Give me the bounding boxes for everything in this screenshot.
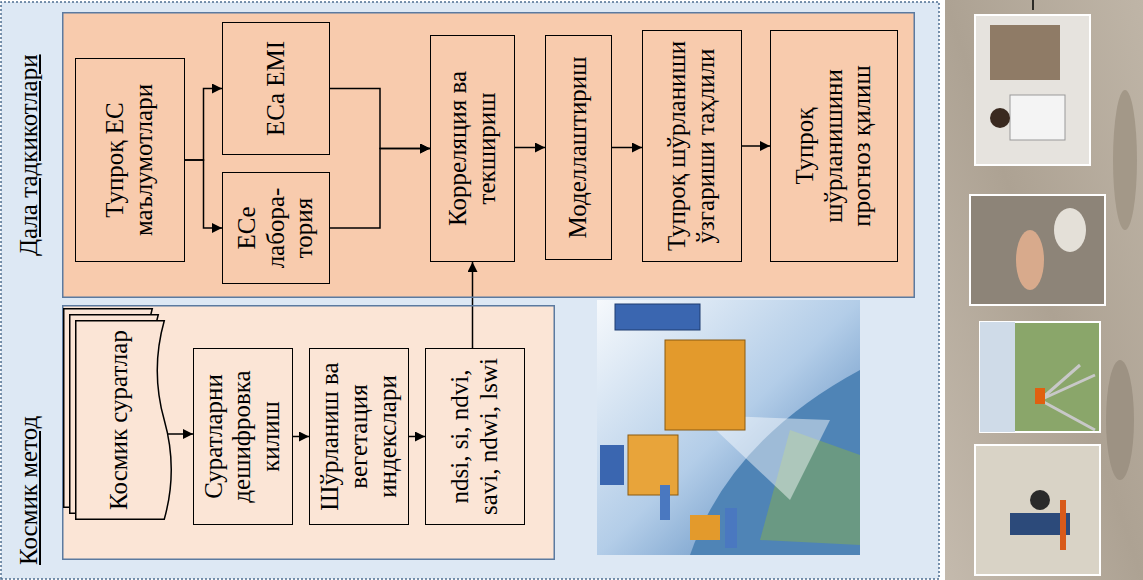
connector-arrow xyxy=(742,145,770,147)
index-box: ndsi, si, ndvi, savi, ndwi, lswi xyxy=(425,348,525,525)
soil-sample xyxy=(1054,208,1086,252)
process-box: Шўрланиш ва вегетация индекслари xyxy=(309,348,409,525)
sky-band xyxy=(980,322,1015,432)
lab-person xyxy=(990,108,1010,128)
photo-frame xyxy=(975,445,1100,575)
box-label: Тупроқ шўрланиши ўзгариши таҳлили xyxy=(663,40,721,252)
soil-texture xyxy=(1113,90,1137,230)
solar-panel xyxy=(600,445,624,485)
process-box: Корреляция ва текшириш xyxy=(430,35,515,262)
box-label: ndsi, si, ndvi, savi, ndwi, lswi xyxy=(446,358,504,515)
soil-photo xyxy=(945,0,1143,580)
process-box: Суратларни дешифровка килиш xyxy=(193,348,293,525)
connector-arrow xyxy=(167,433,193,435)
tripod-figure xyxy=(1060,500,1066,550)
connector-arrow xyxy=(612,147,642,149)
box-label: ECe лабора-тория xyxy=(233,182,319,274)
tripod-figure xyxy=(1040,365,1095,430)
lab-bench xyxy=(990,25,1060,80)
box-label: Космик суратлар xyxy=(105,330,134,510)
connector-arrow xyxy=(330,149,430,229)
photo-frame xyxy=(970,195,1105,305)
box-label: Шўрланиш ва вегетация индекслари xyxy=(316,358,402,515)
person-figure xyxy=(1030,490,1050,510)
document-stack: Космик суратлар xyxy=(75,320,175,520)
panel-fill xyxy=(62,305,555,560)
panel-heading: Космик метод xyxy=(15,416,44,565)
connector-arrow xyxy=(185,89,222,161)
photo-strip xyxy=(945,0,1143,580)
photo-frame xyxy=(980,322,1100,432)
outer-panel xyxy=(1,2,939,579)
connector-arrow xyxy=(515,147,545,149)
process-box: ECe лабора-тория xyxy=(222,172,330,284)
satellite-body xyxy=(665,340,745,430)
panel-fill xyxy=(62,12,915,298)
sky xyxy=(597,300,860,555)
satellite-illustration xyxy=(597,300,860,555)
box-label: Тупроқ EC маълумотлари xyxy=(101,68,159,252)
connector-arrow xyxy=(409,436,425,438)
satellite-body xyxy=(628,435,678,495)
box-label: Суратларни дешифровка килиш xyxy=(200,358,286,515)
instrument xyxy=(1035,388,1045,404)
box-label: Тупроқ шўрланишини прогноз қилиш xyxy=(791,40,877,252)
box-label: Моделлаштириш xyxy=(564,57,593,239)
soil-texture xyxy=(1106,360,1134,480)
panel-fills xyxy=(62,12,915,560)
panel-heading: Дала тадкикотлари xyxy=(15,54,44,256)
connector-arrow xyxy=(293,436,309,438)
lab-person xyxy=(1010,95,1065,140)
solar-panel xyxy=(615,304,700,330)
hands-figure xyxy=(1016,230,1044,290)
process-box: Тупроқ шўрланиши ўзгариши таҳлили xyxy=(642,30,742,262)
connector-arrow xyxy=(330,89,430,149)
data-box: Тупроқ EC маълумотлари xyxy=(75,58,185,262)
box-label: Корреляция ва текшириш xyxy=(444,45,502,252)
process-box: Моделлаштириш xyxy=(545,35,612,260)
leader-line xyxy=(1032,0,1034,10)
solar-panel xyxy=(725,508,737,548)
box-label: ECa EMI xyxy=(262,41,291,136)
document-page xyxy=(76,321,172,520)
method-panel: Космик методКосмик суратларСуратларни де… xyxy=(62,305,555,560)
satellite-body xyxy=(690,515,720,540)
solar-panel xyxy=(660,485,670,520)
connector-arrow xyxy=(472,262,474,348)
photo-frame xyxy=(975,15,1090,165)
connector-arrow xyxy=(185,160,222,228)
method-panel: Дала тадкикотлариТупроқ EC маълумотлариE… xyxy=(62,12,915,298)
process-box: ECa EMI xyxy=(222,22,330,155)
process-box: Тупроқ шўрланишини прогноз қилиш xyxy=(770,30,898,262)
